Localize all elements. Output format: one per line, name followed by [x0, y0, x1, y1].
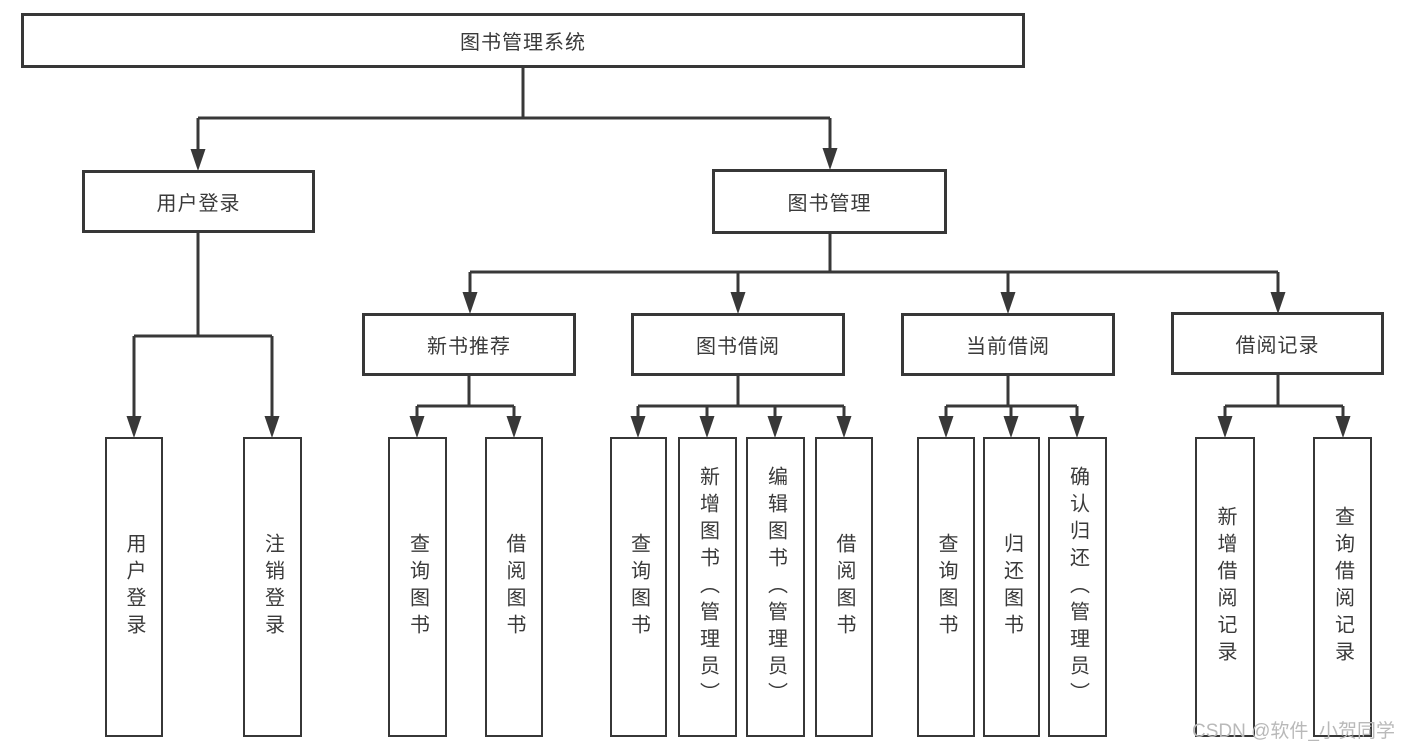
- node-new-book-recommend: 新书推荐: [362, 313, 576, 376]
- leaf-rec-borrow-books: 借阅图书: [485, 437, 543, 737]
- node-current-borrowing: 当前借阅: [901, 313, 1115, 376]
- leaf-br-add-record-label: 新增借阅记录: [1214, 506, 1236, 668]
- leaf-cb-confirm-return: 确认归还（管理员）: [1048, 437, 1107, 737]
- node-user-login-label: 用户登录: [156, 193, 241, 215]
- node-borrowing-records-label: 借阅记录: [1235, 335, 1320, 357]
- node-book-borrowing-label: 图书借阅: [696, 336, 780, 358]
- leaf-logout: 注销登录: [243, 437, 302, 737]
- node-root: 图书管理系统: [21, 13, 1025, 68]
- node-user-login: 用户登录: [82, 170, 315, 233]
- node-book-borrowing: 图书借阅: [631, 313, 845, 376]
- leaf-rec-query-books: 查询图书: [388, 437, 447, 737]
- leaf-bb-query-books: 查询图书: [610, 437, 667, 737]
- leaf-bb-borrow-books-label: 借阅图书: [833, 533, 855, 641]
- node-current-borrowing-label: 当前借阅: [966, 336, 1050, 358]
- leaf-bb-edit-books: 编辑图书（管理员）: [746, 437, 805, 737]
- leaf-user-login-label: 用户登录: [123, 533, 145, 641]
- leaf-rec-borrow-books-label: 借阅图书: [503, 533, 525, 641]
- csdn-watermark: CSDN @软件_小贺同学: [1192, 721, 1395, 742]
- leaf-cb-query-books: 查询图书: [917, 437, 975, 737]
- leaf-bb-add-books-label: 新增图书（管理员）: [696, 465, 719, 709]
- leaf-br-add-record: 新增借阅记录: [1195, 437, 1255, 737]
- node-root-label: 图书管理系统: [460, 32, 586, 54]
- leaf-rec-query-books-label: 查询图书: [406, 533, 429, 641]
- leaf-bb-edit-books-label: 编辑图书（管理员）: [764, 465, 787, 709]
- node-book-management-label: 图书管理: [787, 193, 872, 215]
- node-new-book-recommend-label: 新书推荐: [427, 336, 511, 358]
- leaf-bb-query-books-label: 查询图书: [627, 533, 650, 641]
- leaf-bb-add-books: 新增图书（管理员）: [678, 437, 737, 737]
- leaf-cb-return-books-label: 归还图书: [1000, 533, 1023, 641]
- leaf-user-login: 用户登录: [105, 437, 163, 737]
- node-borrowing-records: 借阅记录: [1171, 312, 1384, 375]
- arrowheads: [126, 148, 1351, 438]
- leaf-logout-label: 注销登录: [261, 533, 284, 641]
- leaf-cb-return-books: 归还图书: [983, 437, 1040, 737]
- node-book-management: 图书管理: [712, 169, 947, 234]
- leaf-bb-borrow-books: 借阅图书: [815, 437, 873, 737]
- leaf-br-query-record: 查询借阅记录: [1313, 437, 1372, 737]
- leaf-cb-query-books-label: 查询图书: [935, 533, 957, 641]
- leaf-cb-confirm-return-label: 确认归还（管理员）: [1066, 465, 1089, 709]
- leaf-br-query-record-label: 查询借阅记录: [1331, 506, 1354, 668]
